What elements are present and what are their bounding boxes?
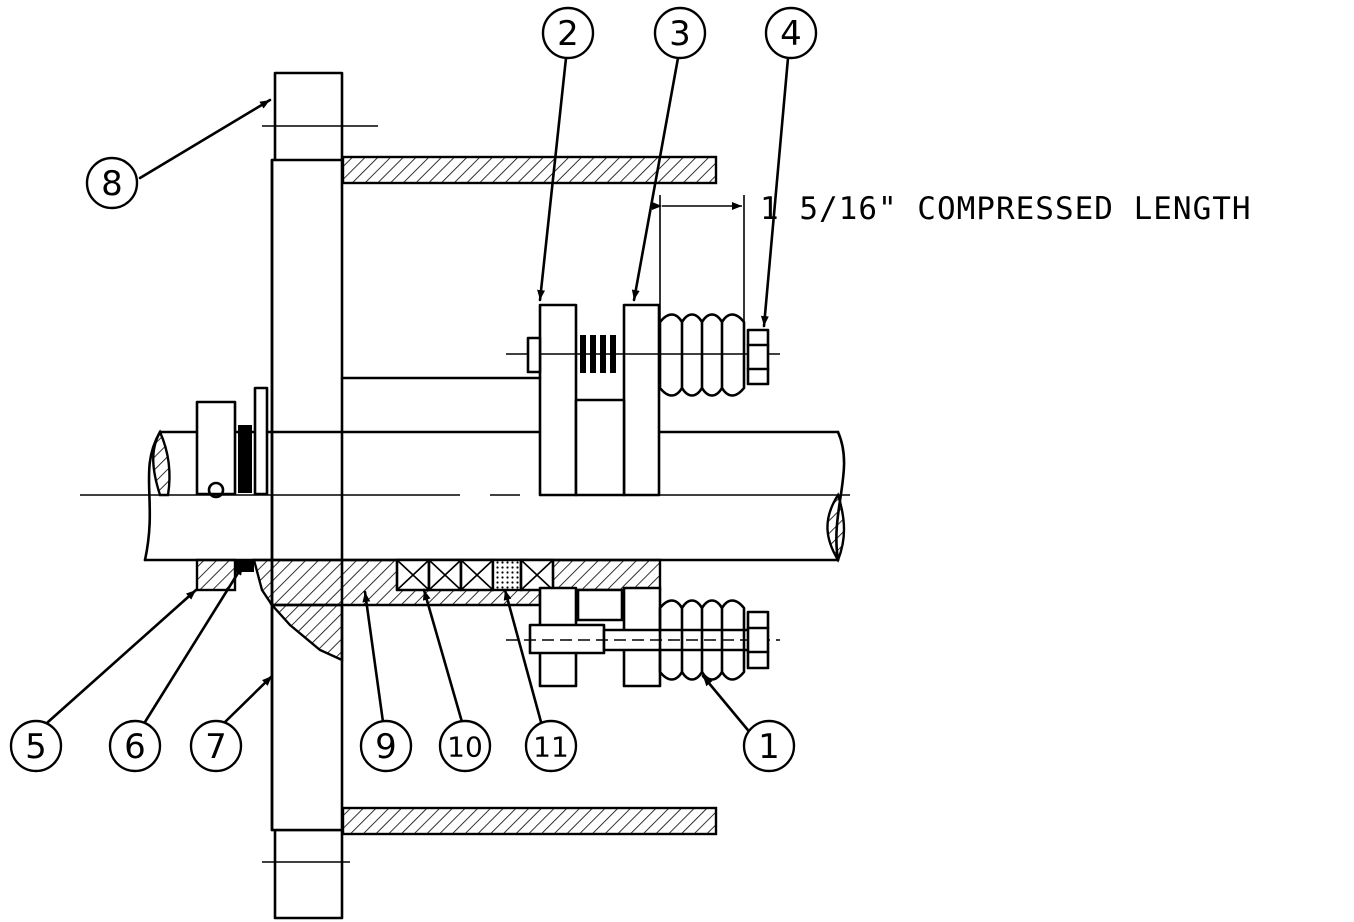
callout-5: 5 [9,719,63,773]
callout-7: 7 [189,719,243,773]
callout-10: 10 [438,719,492,773]
callout-1-label: 1 [758,727,780,767]
hex-nut-bottom [746,610,770,670]
gland-flange-upper [273,71,344,163]
callout-7-label: 7 [205,727,227,767]
callout-5-label: 5 [25,727,47,767]
callout-6: 6 [108,719,162,773]
spring-bottom [658,599,746,681]
retaining-ring [238,425,252,493]
compressed-length-dimension: 1 5/16" COMPRESSED LENGTH [652,191,1252,322]
callout-3: 3 [653,6,707,60]
shaft-break-right-fill [826,492,846,563]
hex-nut-top [746,328,770,386]
callout-8-label: 8 [101,164,123,204]
compression-plate-3 [622,303,661,497]
dimension-label: 1 5/16" COMPRESSED LENGTH [760,191,1252,227]
shaft-break-left-fill [152,429,171,497]
callout-11-label: 11 [533,731,569,764]
callout-4-label: 4 [780,14,802,54]
leader-lines [46,56,790,737]
gland-flange-lower [273,828,344,920]
callout-11: 11 [524,719,578,773]
thread-coils-top [580,335,616,373]
compression-plate-2 [538,303,578,497]
callout-9-label: 9 [375,727,397,767]
callout-9: 9 [359,719,413,773]
callout-6-label: 6 [124,727,146,767]
callout-10-label: 10 [447,731,483,764]
callout-4: 4 [764,6,818,60]
packing-rings [395,558,555,592]
callout-8: 8 [85,156,139,210]
callout-1: 1 [742,719,796,773]
callout-2-label: 2 [557,14,579,54]
callout-3-label: 3 [669,14,691,54]
callout-2: 2 [541,6,595,60]
lock-collar [195,400,237,496]
housing-wall-bottom [341,806,718,836]
spring-top [658,313,746,397]
